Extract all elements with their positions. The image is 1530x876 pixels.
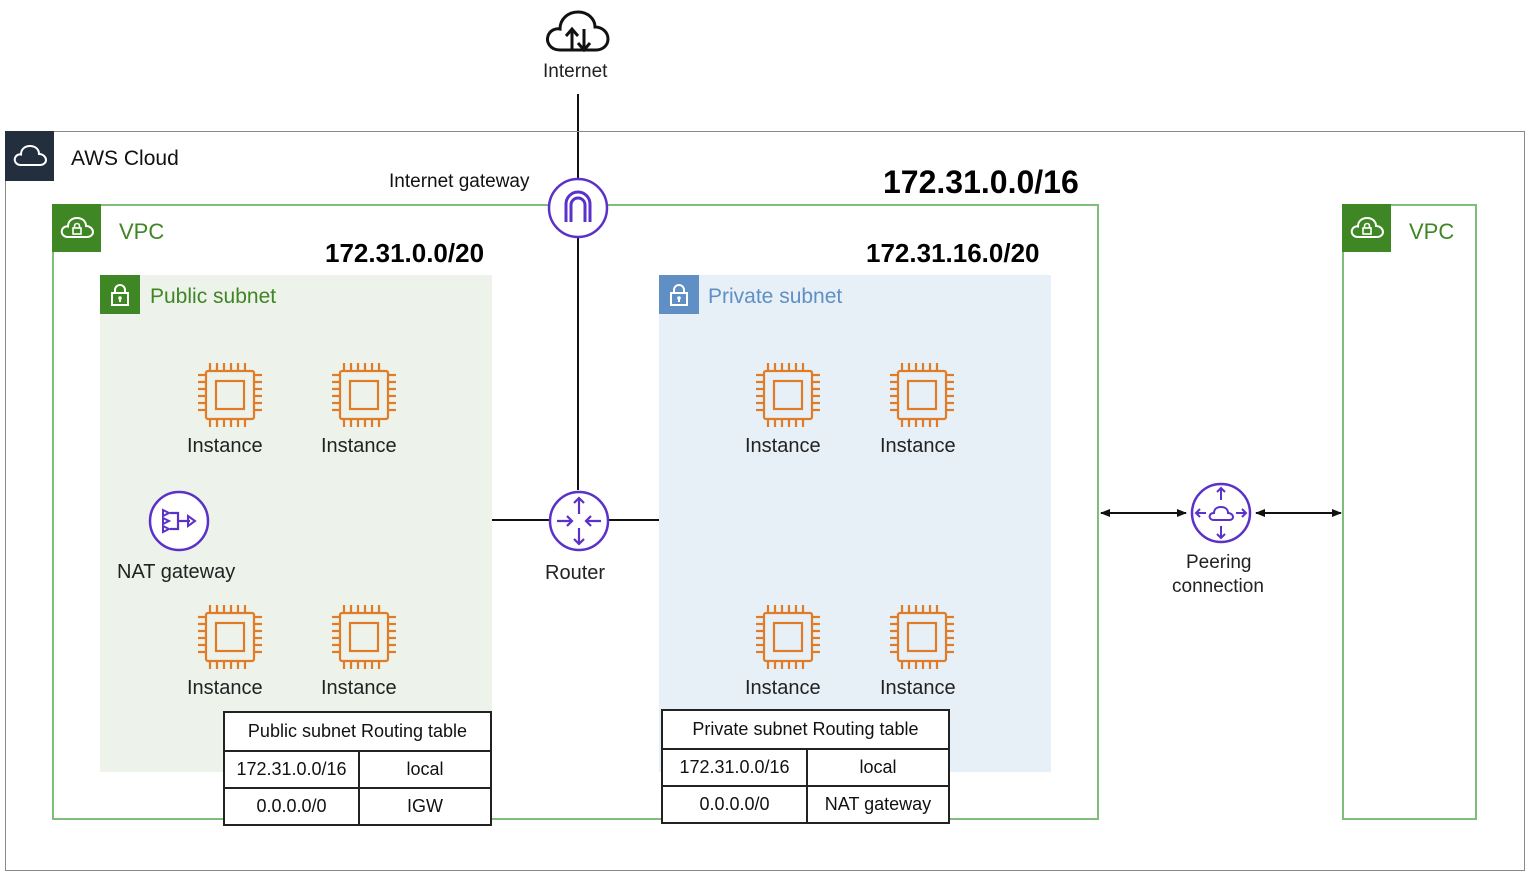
private-subnet: Private subnet bbox=[659, 275, 1051, 772]
route-target: IGW bbox=[358, 787, 492, 826]
public-subnet-cidr: 172.31.0.0/20 bbox=[325, 238, 485, 268]
route-target: local bbox=[358, 750, 492, 789]
private-routing-table: Private subnet Routing table 172.31.0.0/… bbox=[661, 709, 950, 824]
ec2-instance-chip-icon bbox=[888, 603, 956, 676]
public-instance-label: Instance bbox=[187, 435, 263, 457]
aws-cloud-label: AWS Cloud bbox=[71, 147, 179, 170]
route-target: local bbox=[806, 748, 950, 787]
router-icon bbox=[548, 490, 610, 557]
peering-label-line1: Peering bbox=[1186, 552, 1252, 573]
public-instance-label: Instance bbox=[321, 677, 397, 699]
ec2-instance-chip-icon bbox=[196, 361, 264, 434]
vpc-cloud-lock-icon bbox=[1342, 204, 1391, 252]
vpc-peer-label: VPC bbox=[1409, 219, 1455, 244]
nat-gateway-icon bbox=[148, 490, 210, 557]
public-routing-table: Public subnet Routing table 172.31.0.0/1… bbox=[223, 711, 492, 826]
router-label: Router bbox=[545, 562, 606, 584]
route-destination: 0.0.0.0/0 bbox=[223, 787, 360, 826]
private-instance-label: Instance bbox=[880, 435, 956, 457]
internet-gateway-icon bbox=[547, 177, 609, 244]
vpc-cloud-lock-icon bbox=[52, 204, 101, 252]
routing-table-title: Private subnet Routing table bbox=[661, 709, 950, 750]
route-destination: 0.0.0.0/0 bbox=[661, 785, 808, 824]
ec2-instance-chip-icon bbox=[754, 361, 822, 434]
peering-connection-icon bbox=[1190, 482, 1252, 549]
public-instance-label: Instance bbox=[187, 677, 263, 699]
aws-cloud-group bbox=[5, 131, 1525, 871]
ec2-instance-chip-icon bbox=[330, 603, 398, 676]
public-subnet-label: Public subnet bbox=[150, 285, 277, 308]
public-instance-label: Instance bbox=[321, 435, 397, 457]
private-subnet-cidr: 172.31.16.0/20 bbox=[866, 238, 1040, 268]
table-row: 172.31.0.0/16 local bbox=[661, 748, 950, 787]
private-instance-label: Instance bbox=[880, 677, 956, 699]
table-row: 172.31.0.0/16 local bbox=[223, 750, 492, 789]
vpc-main-label: VPC bbox=[119, 219, 165, 244]
ec2-instance-chip-icon bbox=[196, 603, 264, 676]
private-instance-label: Instance bbox=[745, 435, 821, 457]
nat-gateway-label: NAT gateway bbox=[117, 561, 236, 583]
table-row: Public subnet Routing table bbox=[223, 711, 492, 752]
internet-label: Internet bbox=[543, 61, 608, 82]
ec2-instance-chip-icon bbox=[888, 361, 956, 434]
routing-table-title: Public subnet Routing table bbox=[223, 711, 492, 752]
private-instance-label: Instance bbox=[745, 677, 821, 699]
peering-label-line2: connection bbox=[1172, 576, 1264, 597]
aws-cloud-icon bbox=[5, 131, 54, 181]
internet-gateway-label: Internet gateway bbox=[389, 171, 530, 192]
table-row: 0.0.0.0/0 IGW bbox=[223, 787, 492, 826]
ec2-instance-chip-icon bbox=[754, 603, 822, 676]
subnet-lock-icon bbox=[659, 275, 699, 314]
route-target: NAT gateway bbox=[806, 785, 950, 824]
table-row: Private subnet Routing table bbox=[661, 709, 950, 750]
private-subnet-label: Private subnet bbox=[708, 285, 843, 308]
internet-cloud-icon bbox=[544, 8, 612, 54]
route-destination: 172.31.0.0/16 bbox=[661, 748, 808, 787]
vpc-peer bbox=[1342, 204, 1477, 820]
route-destination: 172.31.0.0/16 bbox=[223, 750, 360, 789]
subnet-lock-icon bbox=[100, 275, 140, 314]
ec2-instance-chip-icon bbox=[330, 361, 398, 434]
table-row: 0.0.0.0/0 NAT gateway bbox=[661, 785, 950, 824]
vpc-main-cidr: 172.31.0.0/16 bbox=[883, 164, 1079, 200]
